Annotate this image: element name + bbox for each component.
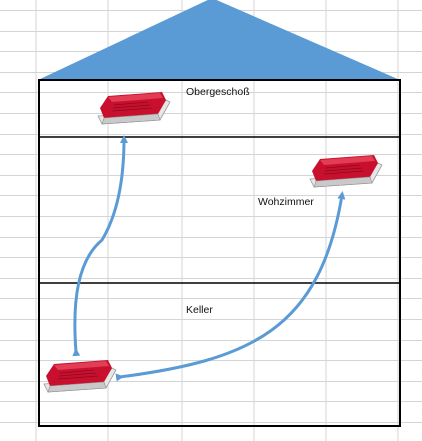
router-icon: [43, 359, 117, 393]
floor-label-living-room: Wohzimmer: [258, 196, 314, 208]
connection-arrow-upper: [72, 135, 128, 357]
router-icon: [309, 154, 383, 188]
roof: [38, 0, 400, 80]
floor-label-basement: Keller: [186, 304, 213, 316]
router-icon: [97, 91, 171, 125]
house-outline: [38, 79, 401, 427]
floor-label-upper: Obergeschoß: [186, 86, 250, 98]
connection-arrow-living: [115, 191, 346, 382]
